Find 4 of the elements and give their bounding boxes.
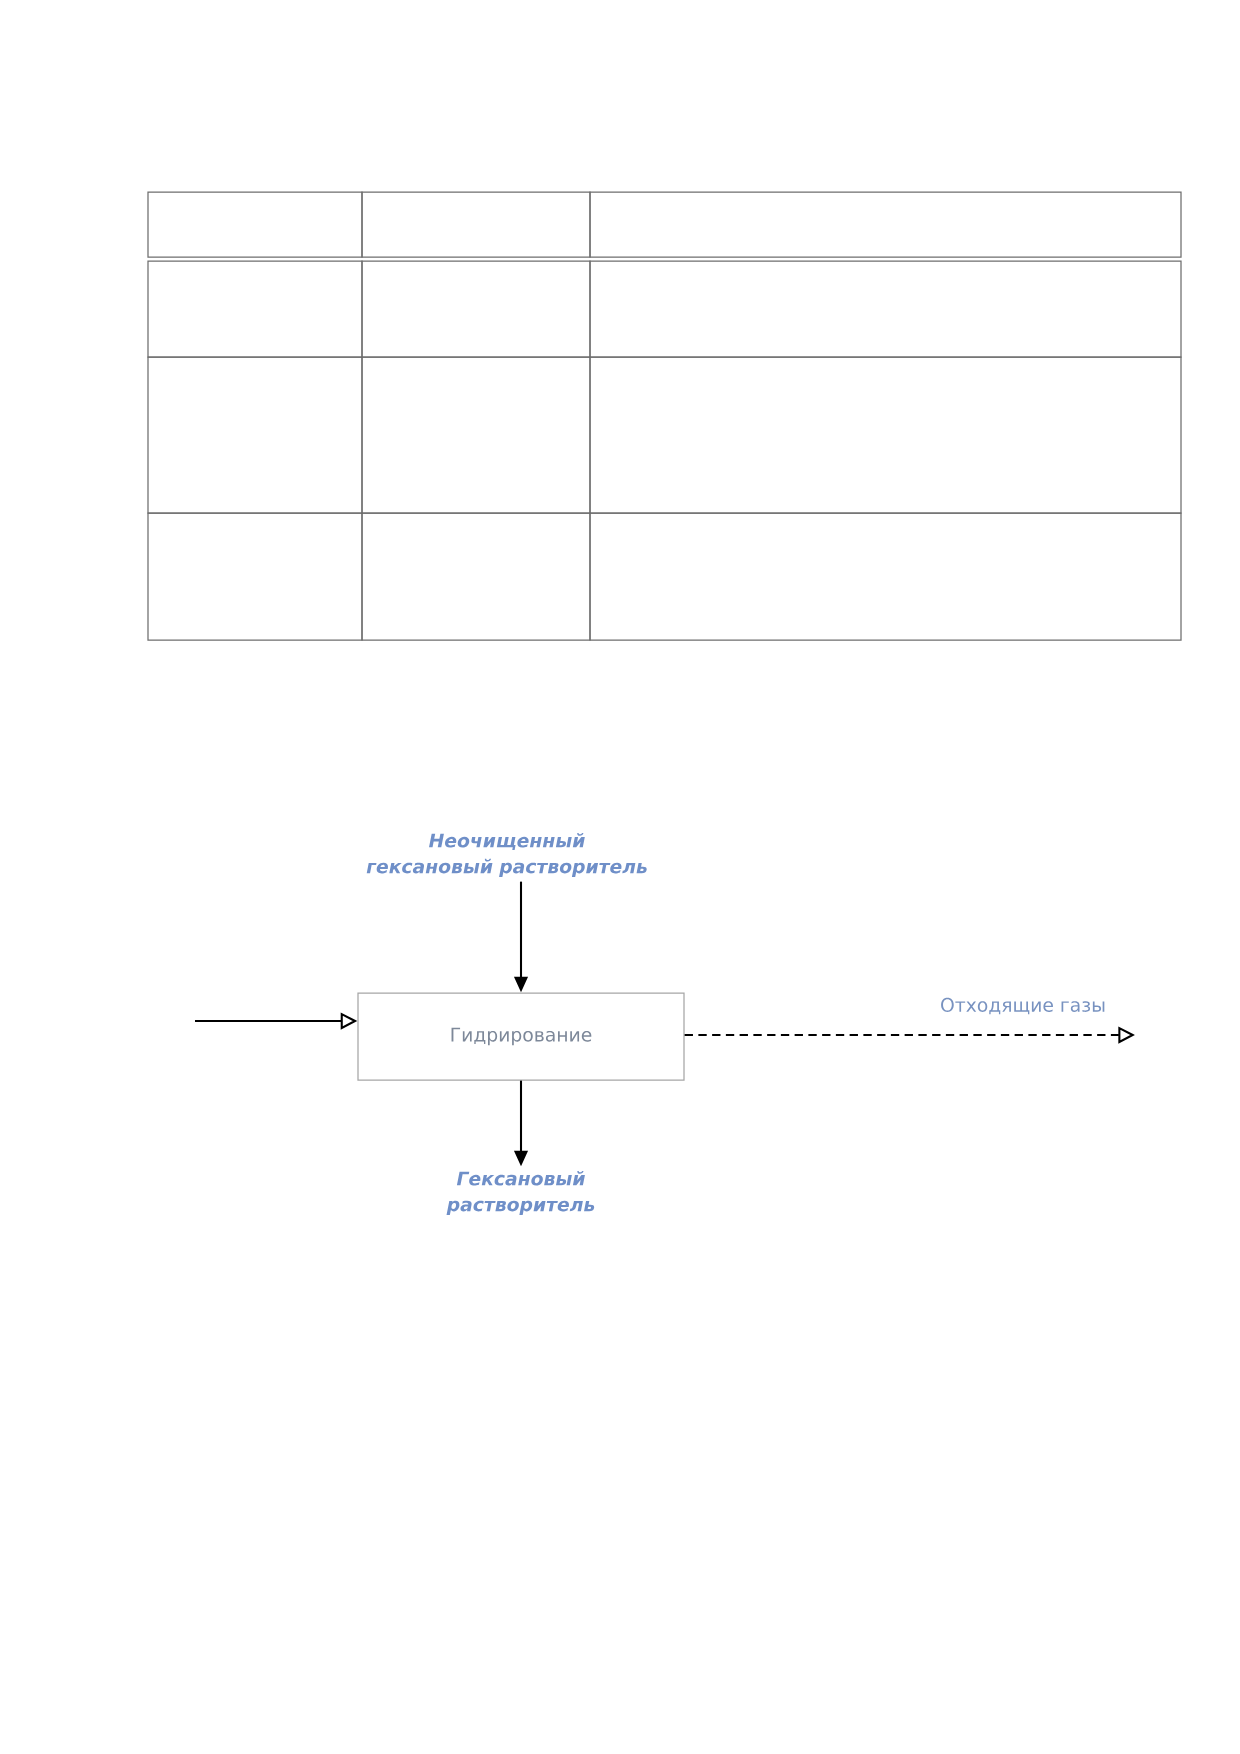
flow-label: Гексановый растворитель <box>446 1170 595 1216</box>
process-box: Гидрирование <box>357 992 685 1081</box>
edge-label: Отходящие газы <box>937 995 1109 1017</box>
flow-label: Неочищенный гексановый растворитель <box>366 832 647 878</box>
